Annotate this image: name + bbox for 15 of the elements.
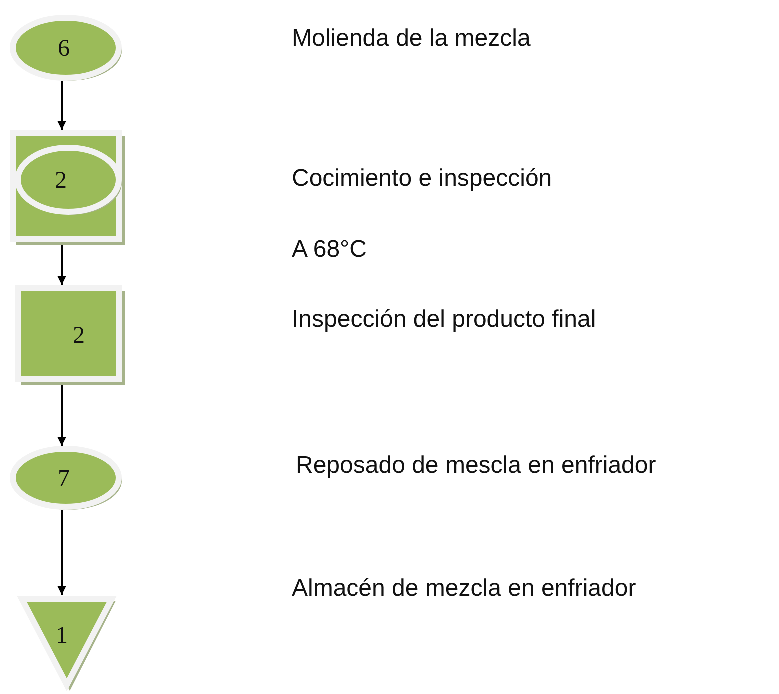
step-number: 1 bbox=[56, 623, 68, 650]
step-description: Reposado de mescla en enfriador bbox=[296, 452, 656, 480]
arrow bbox=[58, 245, 66, 285]
step-description: A 68°C bbox=[292, 236, 367, 264]
step-description: Inspección del producto final bbox=[292, 306, 596, 334]
step-description: Molienda de la mezcla bbox=[292, 25, 531, 53]
step-description: Almacén de mezcla en enfriador bbox=[292, 575, 636, 603]
step-number: 7 bbox=[58, 466, 70, 493]
arrow bbox=[58, 385, 66, 446]
step-description: Cocimiento e inspección bbox=[292, 165, 552, 193]
step-number: 2 bbox=[73, 323, 85, 350]
arrow bbox=[58, 510, 66, 595]
step-number: 2 bbox=[55, 168, 67, 195]
step-number: 6 bbox=[58, 36, 70, 63]
arrow bbox=[58, 81, 66, 130]
